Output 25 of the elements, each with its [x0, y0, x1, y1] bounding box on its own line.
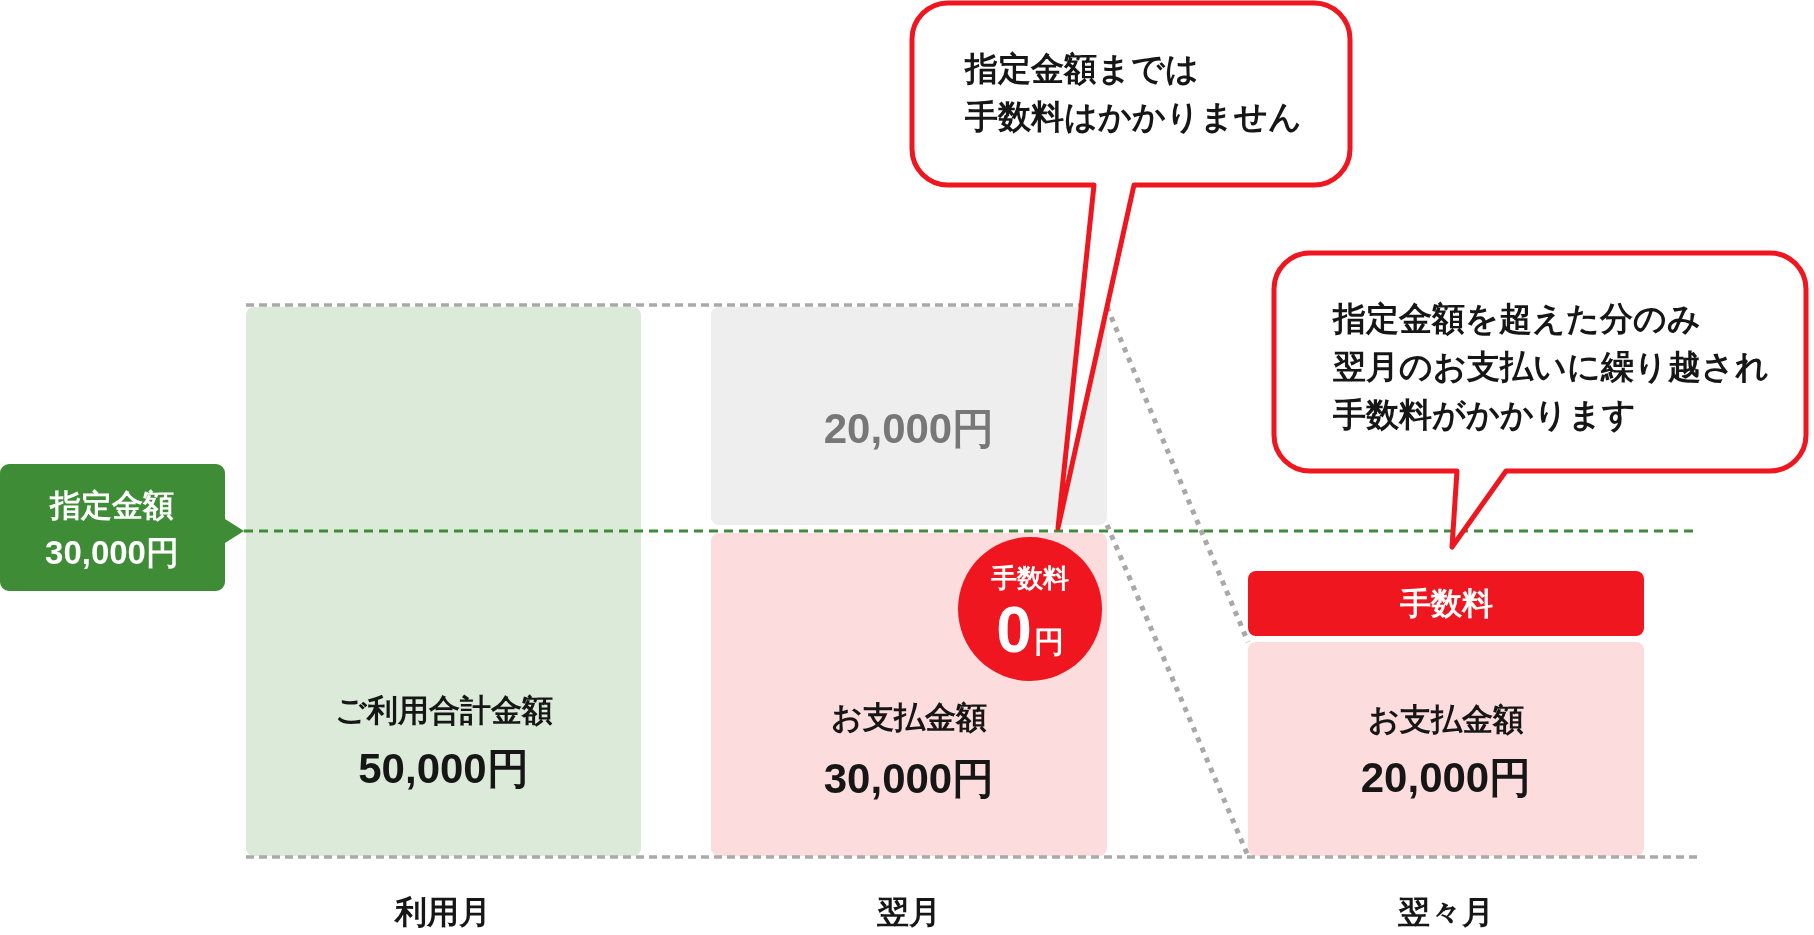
callout-text: 指定金額を超えた分のみ翌月のお支払いに繰り越され手数料がかかります	[1333, 299, 1769, 435]
month-label: 利用月	[395, 893, 491, 931]
projection-line	[1104, 524, 1251, 857]
bar-amount: 50,000円	[358, 744, 529, 794]
badge-label: 手数料	[991, 564, 1069, 594]
bar-heading: お支払金額	[1368, 702, 1524, 738]
payment-segment	[1248, 642, 1644, 856]
payment-segment	[711, 533, 1107, 856]
bar-amount: 20,000円	[823, 404, 995, 454]
bar-heading: お支払金額	[831, 700, 987, 736]
excess-segment	[711, 307, 1107, 525]
bar-heading: ご利用合計金額	[334, 693, 553, 729]
month-label: 翌々月	[1398, 893, 1494, 931]
usage-bar	[246, 307, 641, 856]
fee-bar	[1248, 571, 1644, 636]
tag-amount: 30,000円	[45, 534, 179, 572]
fee-label: 手数料	[1399, 586, 1493, 622]
month-label: 翌月	[877, 893, 941, 931]
bar-amount: 20,000円	[1360, 753, 1532, 803]
callout-text: 指定金額までは手数料はかかりません	[965, 49, 1302, 137]
badge-amount: 0円	[996, 594, 1064, 668]
amount-tag	[0, 464, 244, 592]
speech-bubble	[1271, 250, 1811, 550]
tag-label: 指定金額	[50, 488, 174, 524]
bar-amount: 30,000円	[823, 754, 995, 804]
